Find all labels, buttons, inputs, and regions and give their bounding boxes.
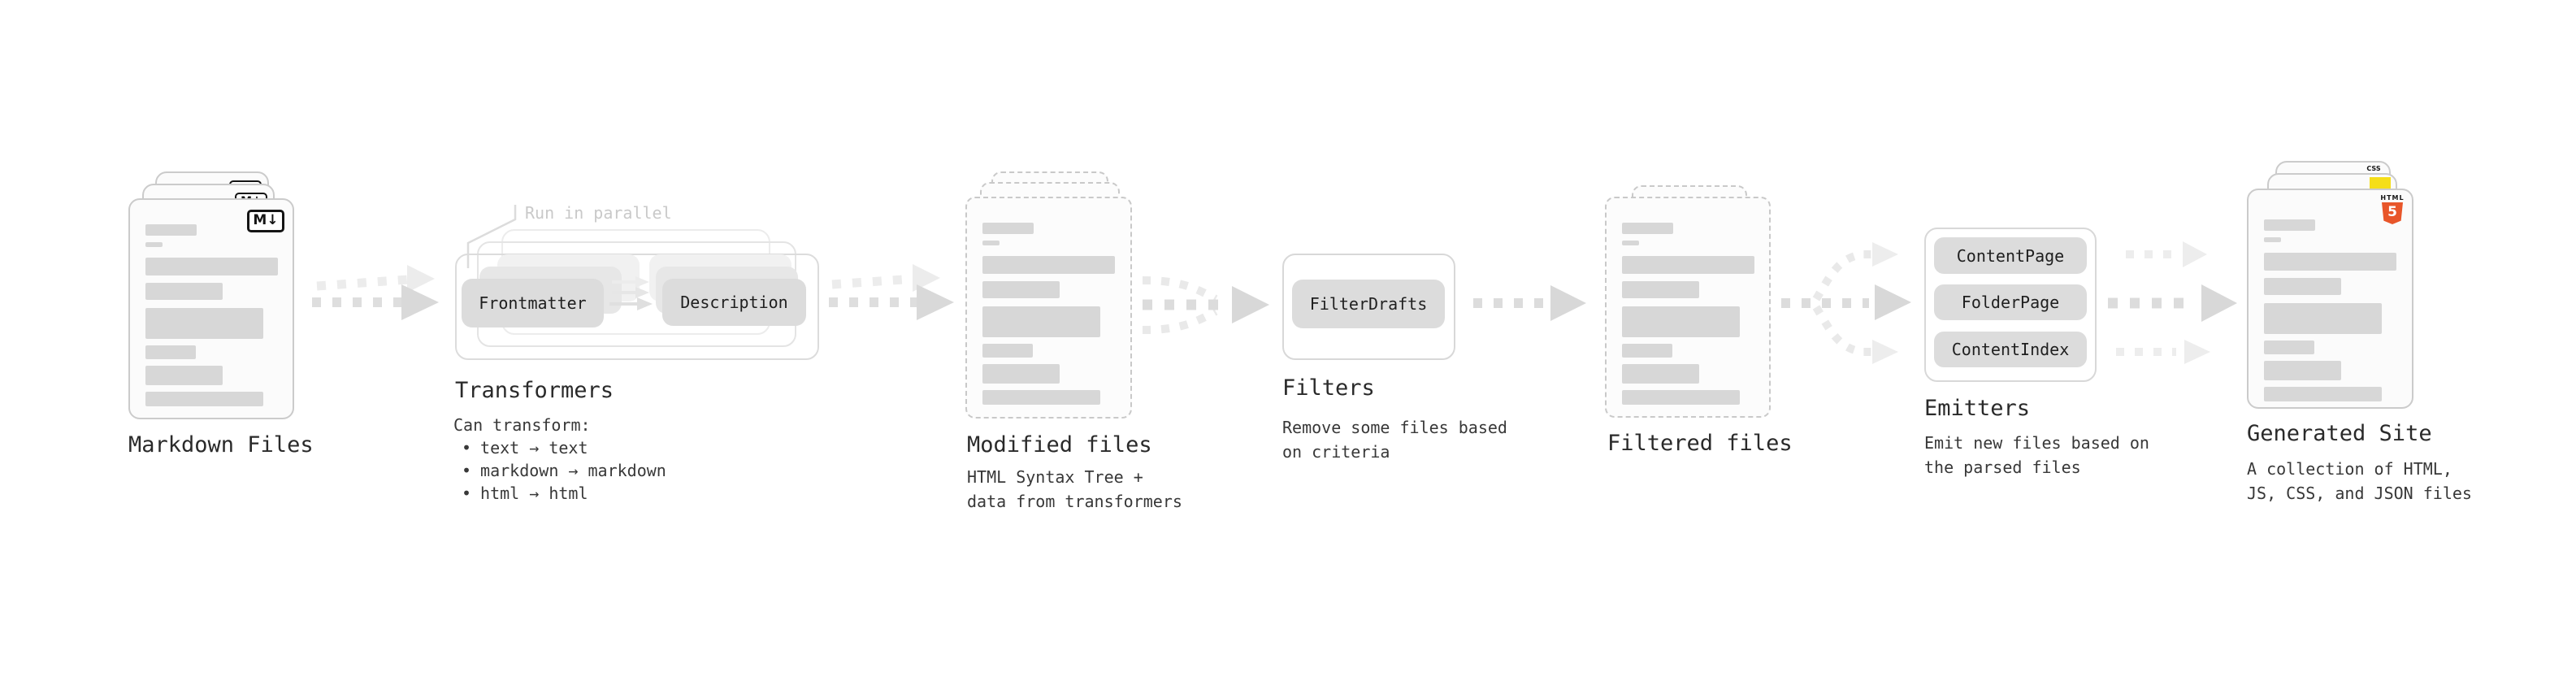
arrow-modified-to-filters (1142, 276, 1269, 334)
transformers-bullet-1: •text → text (462, 438, 588, 458)
run-in-parallel-note: Run in parallel (525, 203, 672, 223)
pill-frontmatter: Frontmatter (462, 279, 604, 327)
emitters-description: Emit new files based on the parsed files (1924, 433, 2149, 477)
stage-title-transformers: Transformers (455, 378, 614, 403)
filtered-file-sheet-1 (1605, 197, 1771, 418)
arrow-transformers-to-modified (829, 264, 954, 320)
stage-title-markdown-files: Markdown Files (128, 432, 314, 458)
pill-contentindex: ContentIndex (1934, 332, 2087, 367)
arrow-filtered-to-emitters (1781, 242, 1911, 364)
transformer-box-front (455, 254, 819, 360)
pill-contentpage: ContentPage (1934, 237, 2087, 274)
generated-site-description: A collection of HTML, JS, CSS, and JSON … (2247, 459, 2472, 503)
html5-icon: HTML 5 (2379, 194, 2405, 224)
document-text-placeholder (145, 224, 278, 406)
arrow-emitters-to-generated (2108, 241, 2237, 364)
transformers-description: Can transform: •text → text •markdown → … (453, 414, 666, 505)
pill-folderpage: FolderPage (1934, 284, 2087, 320)
transformers-bullet-2: •markdown → markdown (462, 461, 666, 480)
generated-file-sheet-html: HTML 5 (2247, 189, 2413, 409)
pill-filterdrafts: FilterDrafts (1292, 280, 1445, 328)
modified-file-sheet-1 (965, 197, 1132, 419)
modified-files-description: HTML Syntax Tree + data from transformer… (967, 467, 1182, 511)
document-text-placeholder (2264, 219, 2396, 401)
stage-title-emitters: Emitters (1924, 396, 2031, 421)
document-text-placeholder (1622, 223, 1754, 405)
javascript-icon (2370, 177, 2391, 191)
markdown-icon: M↓ (247, 210, 284, 232)
stage-title-filtered-files: Filtered files (1607, 431, 1793, 456)
stage-title-filters: Filters (1282, 375, 1375, 401)
stage-title-generated-site: Generated Site (2247, 421, 2432, 446)
transformers-bullet-3: •html → html (462, 484, 588, 503)
arrow-filters-to-filtered (1473, 285, 1586, 321)
transformers-desc-heading: Can transform: (453, 415, 591, 435)
pill-description: Description (662, 279, 806, 326)
stage-title-modified-files: Modified files (967, 432, 1152, 458)
document-text-placeholder (982, 223, 1115, 405)
filters-description: Remove some files based on criteria (1282, 418, 1507, 462)
markdown-file-sheet-1: M↓ (128, 198, 294, 419)
arrow-markdown-to-transformers (312, 265, 439, 320)
